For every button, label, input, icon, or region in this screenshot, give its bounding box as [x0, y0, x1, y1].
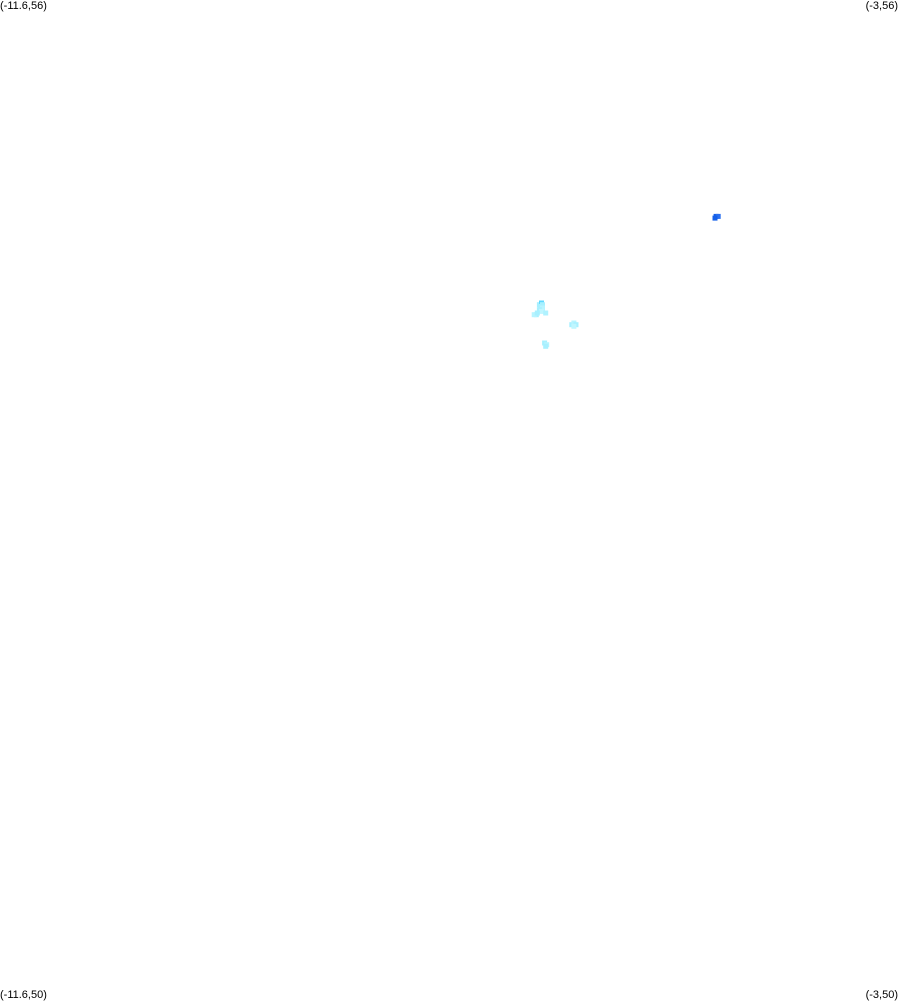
- corner-label-bottom-right: (-3,50): [865, 989, 898, 1001]
- map-data-cell: [534, 310, 540, 316]
- map-data-cell: [543, 310, 549, 316]
- corner-label-bottom-left: (-11.6,50): [0, 989, 47, 1001]
- map-data-cell: [543, 343, 549, 349]
- map-data-cell: [531, 312, 537, 318]
- corner-label-top-right: (-3,56): [865, 0, 898, 12]
- map-data-cell: [715, 213, 721, 219]
- map-data-cell: [539, 308, 544, 314]
- map-data-cell: [571, 323, 577, 329]
- corner-label-top-left: (-11.6,56): [0, 0, 47, 12]
- map-data-cell: [712, 215, 718, 221]
- map-data-cell: [540, 305, 545, 311]
